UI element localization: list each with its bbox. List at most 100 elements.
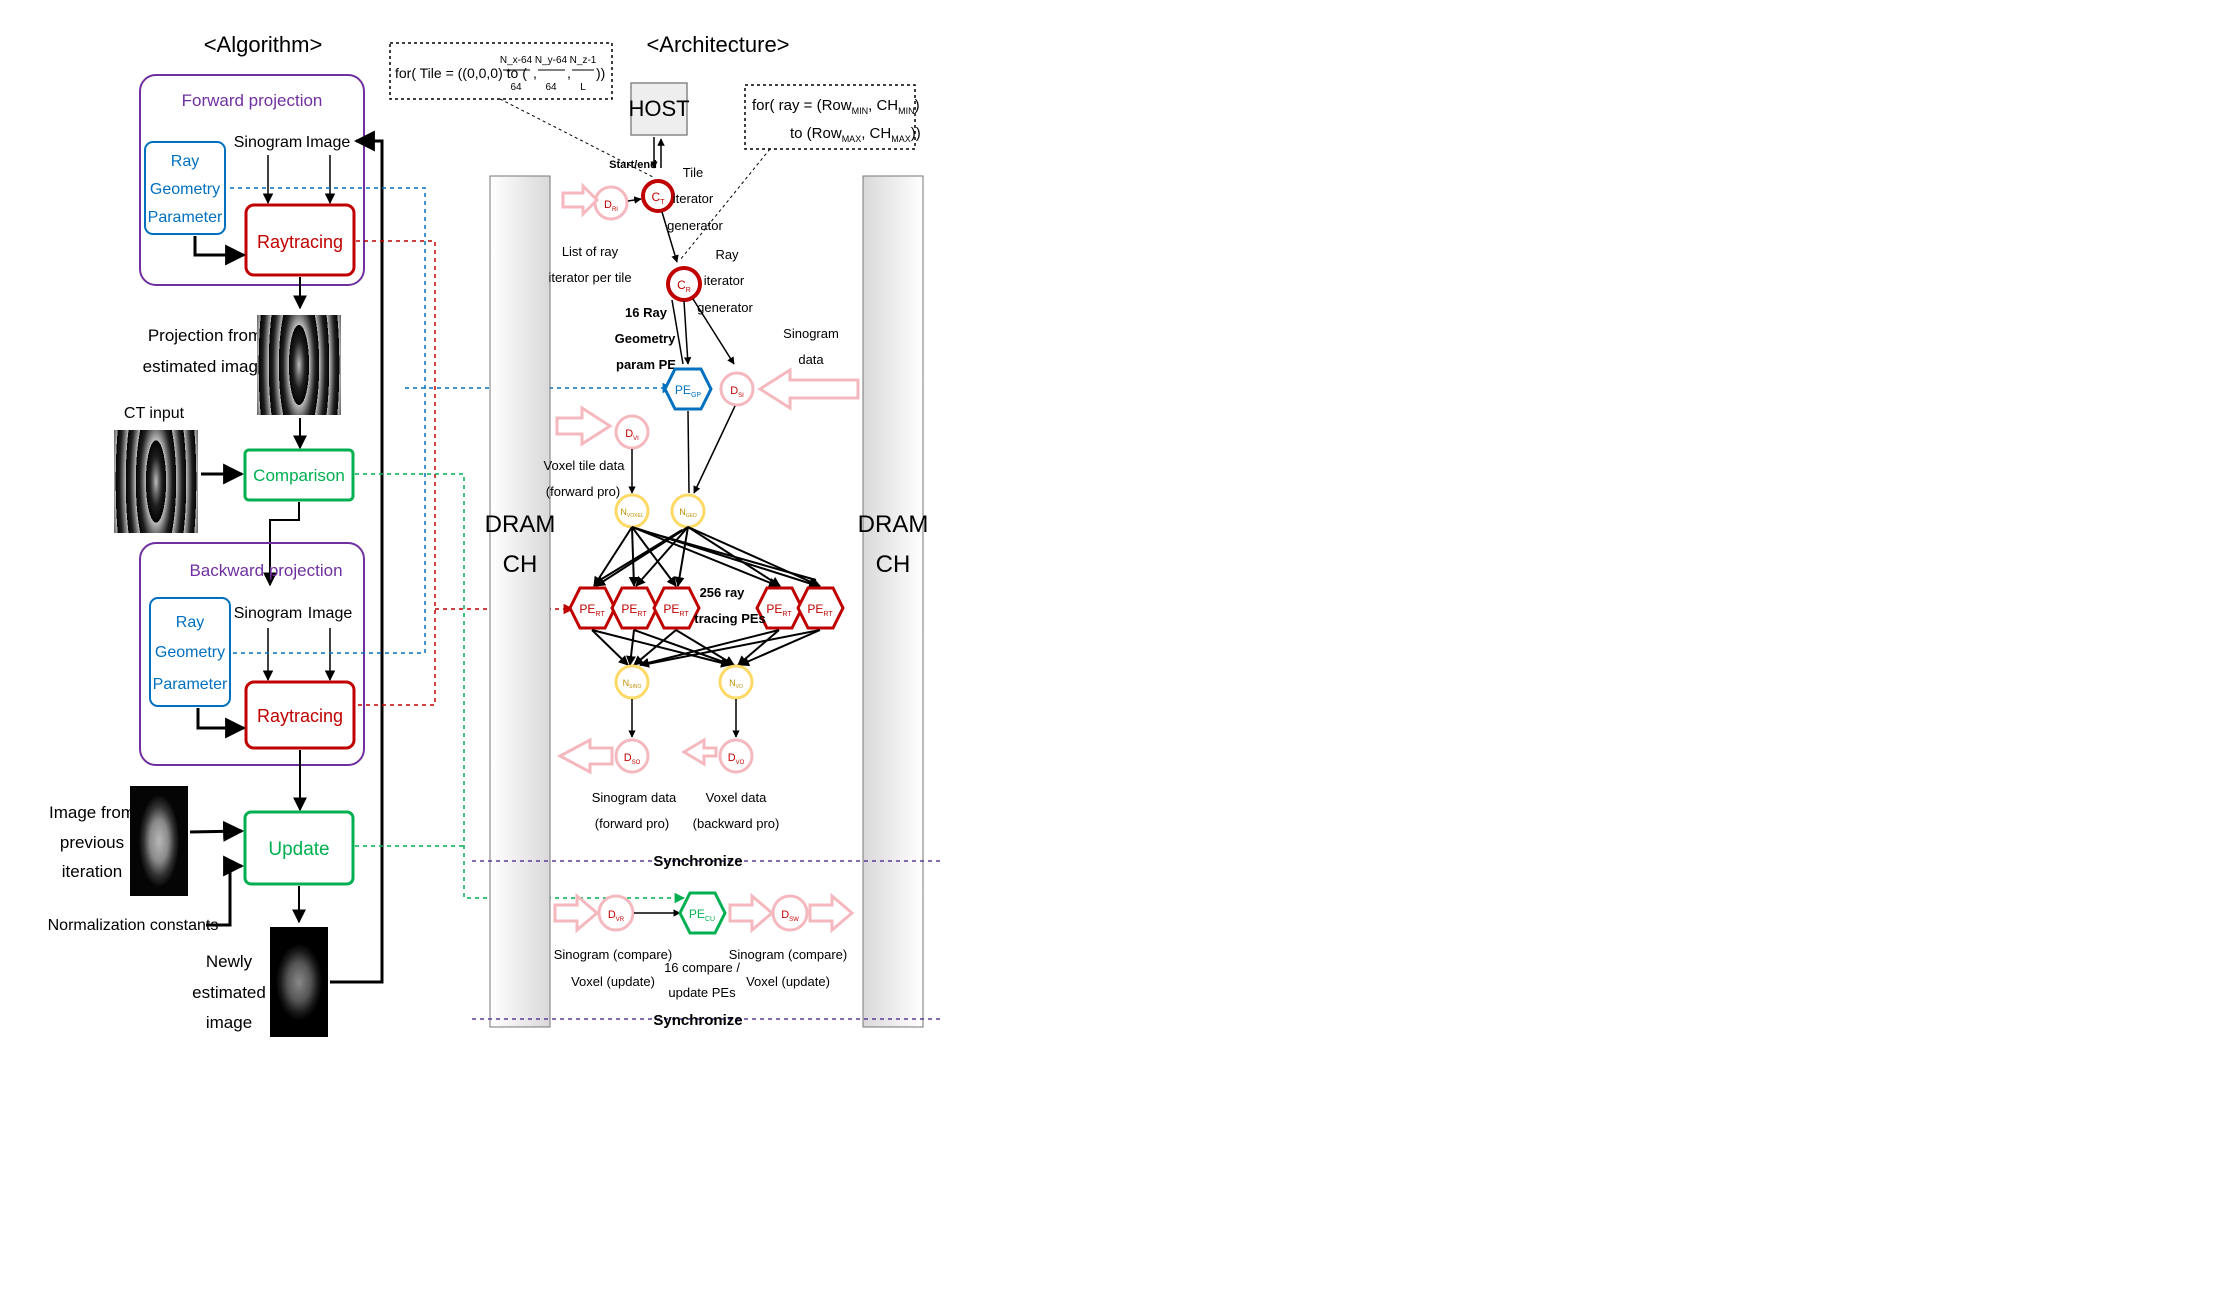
newly-estimated-line3: image <box>206 1013 252 1032</box>
sino-fwd-line2: (forward pro) <box>595 816 669 831</box>
image-from-line2: previous <box>60 833 124 852</box>
pert5-main: PE <box>807 602 823 616</box>
dri-main: D <box>604 199 612 211</box>
svg-text:PERT: PERT <box>807 602 833 618</box>
ray-loop-min: MIN <box>852 106 869 116</box>
projection-thumbnail <box>257 315 341 415</box>
tile-frac2-den: 64 <box>545 82 557 93</box>
tile-frac1-den: 64 <box>510 82 522 93</box>
svg-text:to (RowMAX, CHMAX)): to (RowMAX, CHMAX)) <box>790 125 921 144</box>
ray-loop-ch2: , CH <box>861 125 891 142</box>
pert3-main: PE <box>663 602 679 616</box>
sino-compare-left-1: Sinogram (compare) <box>554 947 673 962</box>
svg-text:DSW: DSW <box>781 909 799 923</box>
sino-compare-right-1: Sinogram (compare) <box>729 947 848 962</box>
cr-sub: R <box>686 287 691 294</box>
svg-text:DSO: DSO <box>624 752 641 766</box>
pe-rt-nodes: PERT PERT PERT PERT PERT <box>568 586 845 630</box>
voxel-bwd-line1: Voxel data <box>706 790 767 805</box>
cu-label-2: update PEs <box>668 985 736 1000</box>
comparison-box <box>243 448 355 502</box>
image-from-line1: Image from <box>49 803 135 822</box>
image-from-line3: iteration <box>62 862 122 881</box>
dram-right-line2: CH <box>876 551 911 578</box>
dvr-main: D <box>608 909 616 921</box>
dso-node <box>614 738 650 774</box>
dsw-main: D <box>781 909 789 921</box>
dvr-sub: VR <box>616 917 625 923</box>
dsi-sub: SI <box>738 393 744 399</box>
nsgt-main: N <box>623 678 630 688</box>
sino-compare-right-2: Voxel (update) <box>746 974 830 989</box>
architecture-header: <Architecture> <box>646 32 789 57</box>
host-box <box>630 82 688 136</box>
pe-rt-1 <box>568 586 617 630</box>
newly-estimated-thumbnail <box>270 927 328 1037</box>
pecu-main: PE <box>689 907 705 921</box>
svg-text:for( ray = (RowMIN, CHMIN): for( ray = (RowMIN, CHMIN) <box>752 97 920 116</box>
svg-text:CT: CT <box>652 190 666 206</box>
tile-gen-line2: iterator <box>673 191 714 206</box>
dram-channel-left <box>489 175 551 1028</box>
nv-main: N <box>620 507 627 517</box>
projection-from-line2: estimated image <box>143 357 268 376</box>
synchronize-top: Synchronize <box>653 853 742 870</box>
n-vo-node <box>718 664 754 700</box>
algorithm-header: <Algorithm> <box>204 32 323 57</box>
cu-label-1: 16 compare / <box>664 960 740 975</box>
sino-compare-left-2: Voxel (update) <box>571 974 655 989</box>
ray-loop-line1: for( ray = (Row <box>752 97 852 114</box>
ray-geometry-line3-fwd: Parameter <box>148 209 223 226</box>
nv-sub: VOXEL <box>627 513 644 519</box>
ray-geometry-line1-fwd: Ray <box>171 153 199 170</box>
dvo-sub: VO <box>736 760 745 766</box>
dram-channel-right <box>862 175 924 1028</box>
tile-frac3-den: L <box>580 82 586 93</box>
sinogram-data-line2: data <box>798 352 824 367</box>
ct-input-thumbnail <box>114 430 198 533</box>
ray-gen-line2: iterator <box>704 273 745 288</box>
sinogram-data-line1: Sinogram <box>783 326 839 341</box>
nvo-main: N <box>729 678 736 688</box>
dvo-node <box>718 738 754 774</box>
backward-projection-title: Backward projection <box>189 561 342 580</box>
n-geo-node <box>670 493 706 529</box>
ng-main: N <box>679 507 686 517</box>
update-box <box>243 810 355 886</box>
svg-text:CR: CR <box>677 278 691 294</box>
pe-gp-node <box>663 367 713 411</box>
svg-text:PERT: PERT <box>579 602 605 618</box>
feedback-arrow <box>330 130 384 984</box>
previous-image-thumbnail <box>130 786 188 896</box>
dvo-main: D <box>728 752 736 764</box>
ray-gen-line3: generator <box>697 300 753 315</box>
pe-rt-5 <box>796 586 845 630</box>
ray-loop-max: MAX <box>842 134 862 144</box>
raytracing-label-bwd: Raytracing <box>257 706 343 726</box>
image-label-bwd: Image <box>308 605 353 622</box>
dram-right-line1: DRAM <box>858 511 929 538</box>
fanout-lines <box>593 526 821 589</box>
pert2-main: PE <box>621 602 637 616</box>
ray-geometry-box-fwd <box>144 141 226 235</box>
dram-left-line1: DRAM <box>485 511 556 538</box>
tile-gen-line3: generator <box>667 218 723 233</box>
pegp-main: PE <box>675 383 691 397</box>
rays16-line3: param PE <box>616 357 676 372</box>
svg-text:,: , <box>533 65 537 81</box>
tile-loop-box <box>389 42 613 100</box>
n-sino-node <box>614 664 650 700</box>
cr-main: C <box>677 278 686 292</box>
ray-loop-line2: to (Row <box>790 125 842 142</box>
dvi-node <box>614 414 650 450</box>
pert5-sub: RT <box>823 611 833 618</box>
ct-input-label: CT input <box>124 405 185 422</box>
dso-main: D <box>624 752 632 764</box>
list-ray-line2: iterator per tile <box>548 270 631 285</box>
svg-text:DSI: DSI <box>730 385 744 399</box>
tile-loop-close: )) <box>596 65 605 81</box>
newly-estimated-line1: Newly <box>206 952 253 971</box>
ng-sub: GEO <box>686 513 697 519</box>
dri-sub: RI <box>612 207 618 213</box>
